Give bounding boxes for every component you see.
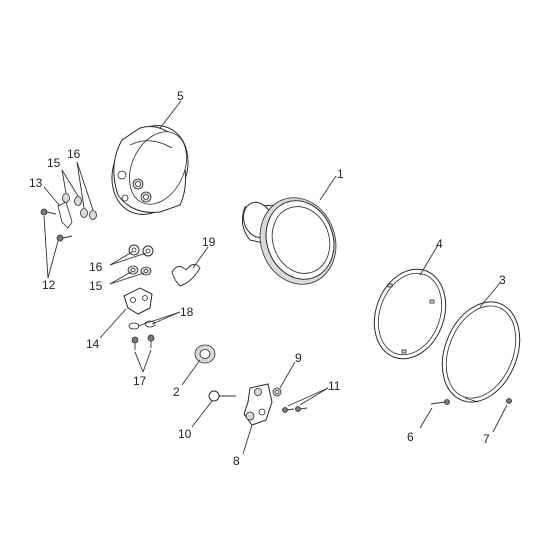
- callout-11: 11: [328, 379, 341, 393]
- part-upper-washers: [62, 193, 97, 220]
- callout-7: 7: [483, 432, 490, 446]
- part-screws-17: [131, 334, 155, 350]
- part-middle-washers: [127, 265, 152, 276]
- callout-9: 9: [295, 351, 302, 365]
- part-side-screws: [40, 208, 73, 242]
- callout-19: 19: [202, 235, 216, 249]
- part-mounting-bracket: [243, 383, 273, 426]
- part-side-clip: [57, 201, 73, 229]
- part-nut-small: [506, 398, 512, 404]
- part-rim-screw: [430, 399, 450, 405]
- callout-17: 17: [133, 374, 147, 388]
- part-bracket-bolt: [208, 390, 236, 402]
- callout-15-middle: 15: [89, 279, 103, 293]
- callout-10: 10: [178, 427, 192, 441]
- callout-8: 8: [233, 454, 240, 468]
- part-wire-clip: [171, 264, 201, 287]
- callout-5: 5: [177, 89, 184, 103]
- part-bracket-nut: [272, 387, 282, 397]
- callout-14: 14: [86, 337, 100, 351]
- part-headlamp-unit: [241, 197, 337, 285]
- callout-16-middle: 16: [89, 260, 103, 274]
- part-bracket-plate: [123, 287, 153, 315]
- part-outer-bezel: [441, 301, 521, 403]
- callout-16-upper: 16: [67, 147, 81, 161]
- callout-4: 4: [436, 237, 443, 251]
- part-grommet: [194, 344, 216, 364]
- callout-1: 1: [337, 167, 344, 181]
- callout-numbers: 1 2 3 4 5 6 7 8 9 10 11 12 13 14 15 15 1…: [29, 89, 506, 468]
- callout-13: 13: [29, 176, 43, 190]
- callout-12: 12: [42, 278, 56, 292]
- callout-18: 18: [180, 305, 194, 319]
- callout-15-upper: 15: [47, 156, 61, 170]
- callout-6: 6: [407, 430, 414, 444]
- part-washers-18: [128, 320, 156, 330]
- leader-lines: [43, 100, 508, 455]
- callout-3: 3: [499, 273, 506, 287]
- part-headlamp-shell: [111, 125, 189, 215]
- part-bracket-screws: [282, 406, 308, 413]
- part-inner-rim: [373, 268, 447, 360]
- callout-2: 2: [173, 385, 180, 399]
